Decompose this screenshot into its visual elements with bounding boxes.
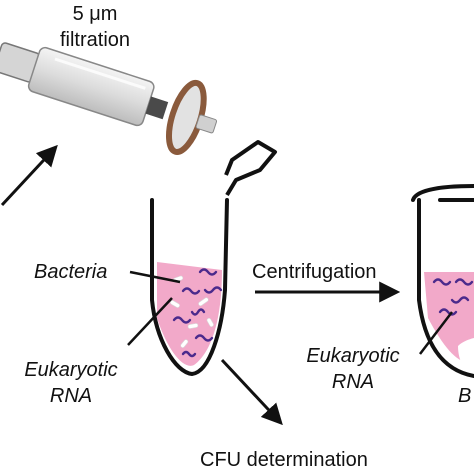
eukaryotic-label-line2: RNA — [49, 385, 93, 407]
tube-1-outline — [150, 198, 229, 377]
filtration-label: filtration — [59, 29, 131, 51]
syringe-tip — [145, 96, 169, 120]
tube-2-outline — [417, 198, 474, 378]
tube-2-cap — [411, 184, 474, 202]
rna-squiggles-2 — [432, 278, 474, 316]
bacteria-label: Bacteria — [34, 261, 108, 283]
eukaryotic-leader — [127, 297, 173, 346]
tube-2 — [411, 184, 474, 378]
tube-1 — [150, 140, 277, 377]
eukaryotic-label-2-line1: Eukaryotic — [306, 345, 400, 367]
cfu-arrow — [220, 358, 283, 426]
bacteria-rods — [170, 275, 214, 348]
centrifugation-label: Centrifugation — [252, 261, 377, 283]
syringe-filter-illustration — [0, 42, 218, 155]
rna-squiggles — [172, 268, 223, 358]
filtration-size-label: 5 μm — [72, 3, 118, 25]
cfu-determination-label: CFU determination — [200, 449, 368, 471]
eukaryotic-leader-2 — [419, 311, 453, 355]
tube-1-cap — [224, 140, 277, 197]
cut-off-label: B — [458, 385, 472, 407]
tube-2-pellet — [458, 338, 474, 374]
filter-outlet — [195, 114, 218, 134]
eukaryotic-label-line1: Eukaryotic — [24, 359, 118, 381]
bacteria-leader — [129, 270, 181, 284]
arrow-into-filtration — [0, 144, 58, 207]
eukaryotic-label-2-line2: RNA — [331, 371, 375, 393]
